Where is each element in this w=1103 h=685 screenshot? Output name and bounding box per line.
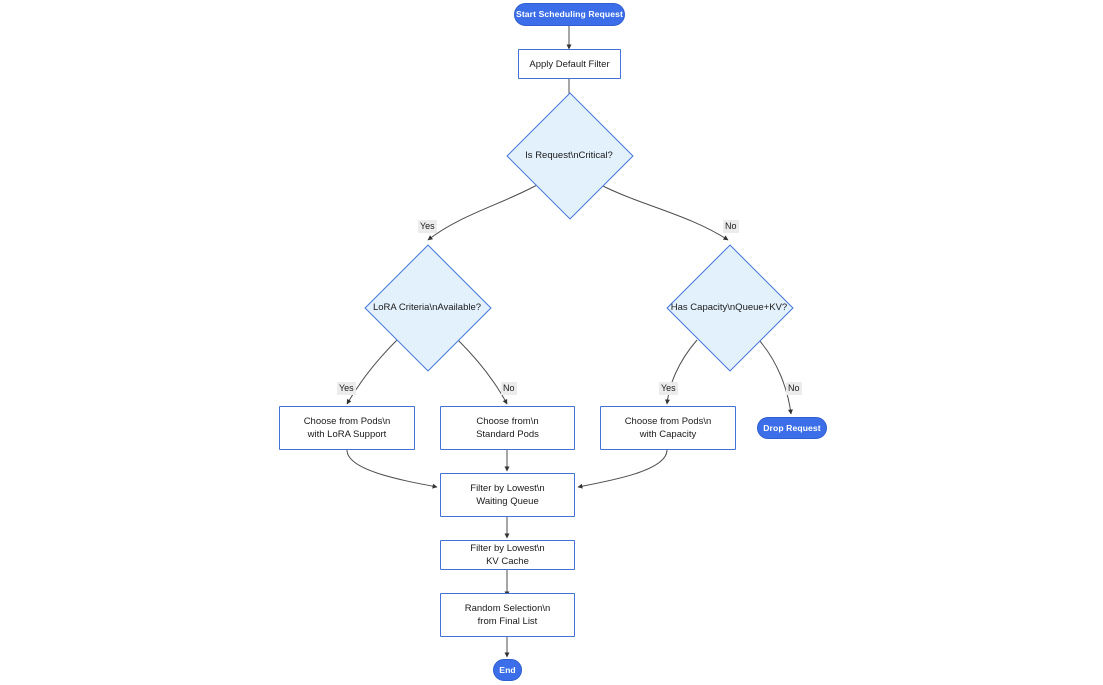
- node-drop-request-label: Drop Request: [763, 422, 821, 433]
- node-apply-default-filter[interactable]: Apply Default Filter: [518, 49, 621, 79]
- edge-label-capacity-no: No: [786, 382, 802, 395]
- edge-label-lora-no: No: [501, 382, 517, 395]
- node-has-capacity-label: Has Capacity\nQueue+KV?: [670, 301, 788, 313]
- node-end-label: End: [499, 664, 516, 675]
- node-drop-request[interactable]: Drop Request: [757, 417, 827, 439]
- node-has-capacity[interactable]: Has Capacity\nQueue+KV?: [664, 242, 794, 372]
- node-lora-criteria-available[interactable]: LoRA Criteria\nAvailable?: [363, 242, 492, 372]
- edge-label-critical-no: No: [723, 220, 739, 233]
- edge-lora-pods-to-waiting-queue: [346, 449, 438, 489]
- node-lora-criteria-available-label: LoRA Criteria\nAvailable?: [372, 301, 482, 313]
- node-end[interactable]: End: [493, 659, 522, 681]
- node-start[interactable]: Start Scheduling Request: [514, 3, 625, 26]
- node-is-request-critical[interactable]: Is Request\nCritical?: [505, 92, 634, 220]
- edge-label-lora-yes: Yes: [337, 382, 356, 395]
- node-is-request-critical-label: Is Request\nCritical?: [525, 149, 613, 161]
- edge-label-capacity-yes: Yes: [659, 382, 678, 395]
- edge-capacity-pods-to-waiting-queue: [577, 449, 668, 489]
- edge-label-critical-yes: Yes: [418, 220, 437, 233]
- node-apply-default-filter-label: Apply Default Filter: [529, 58, 610, 70]
- node-start-label: Start Scheduling Request: [516, 9, 623, 19]
